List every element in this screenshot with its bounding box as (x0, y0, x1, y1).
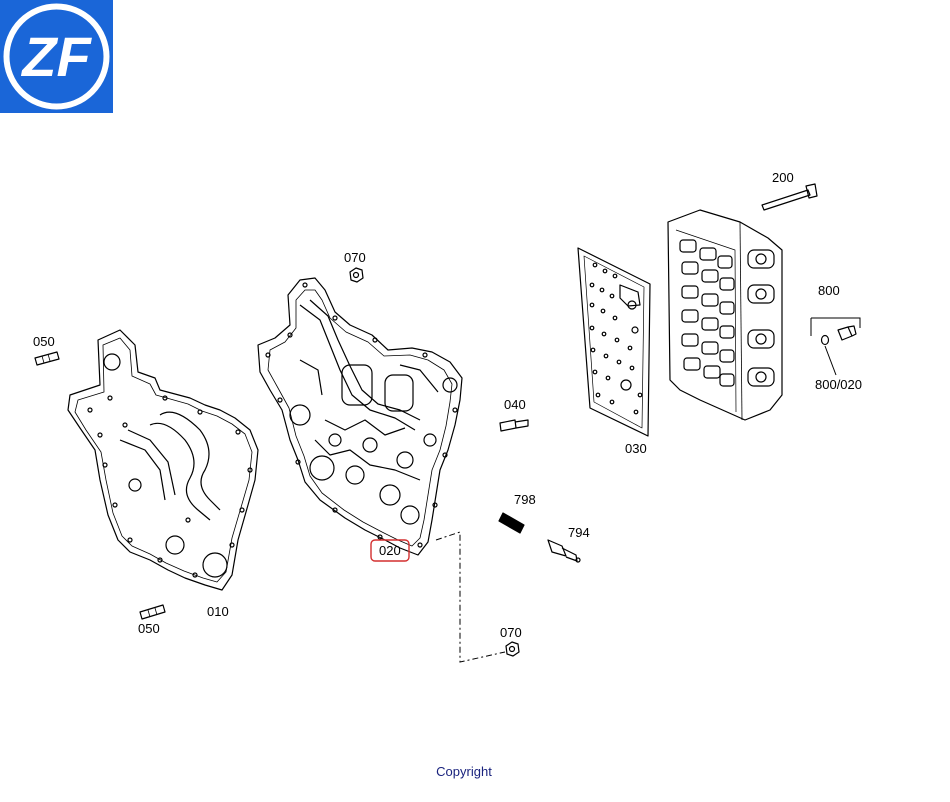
part-800-020-seal[interactable] (820, 334, 830, 346)
part-798-stud[interactable] (498, 512, 525, 534)
zf-logo-graphic: ZF (0, 0, 113, 113)
part-800-plug[interactable] (837, 325, 857, 341)
callout-020-highlight (370, 539, 410, 562)
callout-070-top[interactable]: 070 (344, 250, 366, 265)
callout-050-bottom[interactable]: 050 (138, 621, 160, 636)
callout-800[interactable]: 800 (818, 283, 840, 298)
part-020-housing[interactable] (257, 277, 463, 556)
callout-040[interactable]: 040 (504, 397, 526, 412)
part-040-bolt[interactable] (499, 419, 529, 432)
callout-020[interactable]: 020 (379, 543, 401, 558)
leader-lines (435, 317, 861, 663)
callout-070-bottom[interactable]: 070 (500, 625, 522, 640)
part-050-pin-bottom[interactable] (139, 604, 166, 620)
callout-030[interactable]: 030 (625, 441, 647, 456)
part-010-gasket[interactable] (67, 329, 259, 591)
part-070-nut-bottom[interactable] (505, 641, 520, 657)
callout-200[interactable]: 200 (772, 170, 794, 185)
callout-labels: 200 070 050 800 800/020 040 030 798 794 … (33, 170, 862, 640)
callout-010[interactable]: 010 (207, 604, 229, 619)
callout-800-020[interactable]: 800/020 (815, 377, 862, 392)
callout-798[interactable]: 798 (514, 492, 536, 507)
copyright-footer: Copyright (0, 764, 928, 779)
part-794-plug[interactable] (547, 539, 581, 563)
part-200-bolt[interactable] (761, 183, 818, 211)
zf-logo: ZF (0, 0, 113, 113)
zf-logo-text: ZF (20, 25, 92, 88)
callout-794[interactable]: 794 (568, 525, 590, 540)
part-030-gasket[interactable] (577, 247, 651, 437)
part-070-nut-top[interactable] (349, 267, 364, 283)
callout-050-top[interactable]: 050 (33, 334, 55, 349)
valve-body-block[interactable] (667, 209, 783, 421)
copyright-link[interactable]: Copyright (436, 764, 492, 779)
part-050-pin-top[interactable] (34, 351, 60, 366)
